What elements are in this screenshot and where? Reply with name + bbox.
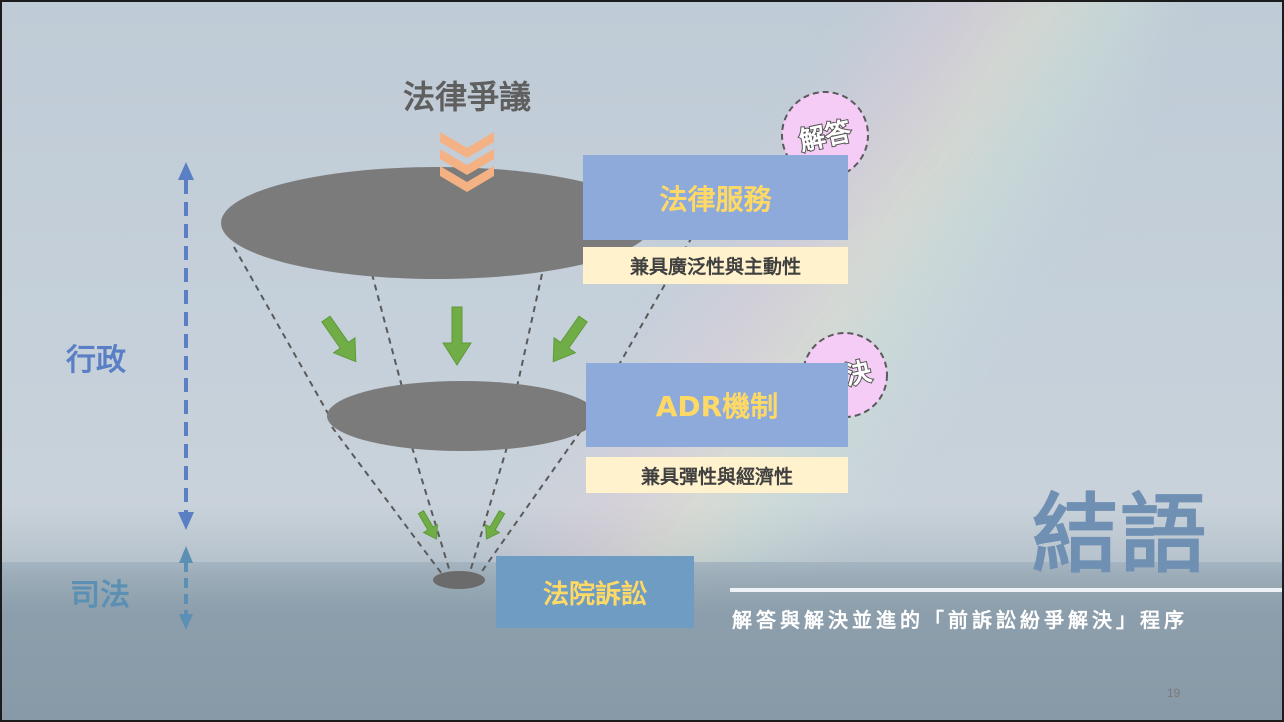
title-divider (730, 588, 1282, 592)
administrative-label: 行政 (66, 343, 126, 378)
adr-mechanism-subtitle: 兼具彈性與經濟性 (586, 457, 848, 493)
green-arrows-upper (321, 306, 588, 366)
funnel-ellipse-middle (327, 381, 597, 451)
legal-service-subtitle: 兼具廣泛性與主動性 (583, 247, 848, 284)
funnel-lines-lower (331, 421, 588, 575)
slide-title: 結語 (1032, 485, 1208, 585)
funnel-ellipse-bottom (433, 571, 485, 589)
legal-dispute-label: 法律爭議 (402, 78, 531, 116)
judicial-range-arrow (179, 546, 193, 630)
chevron-down-icon (440, 132, 494, 192)
judicial-label: 司法 (70, 578, 130, 613)
legal-service-box: 法律服務 (583, 155, 848, 240)
admin-range-arrow (178, 162, 194, 530)
green-arrows-lower (417, 509, 506, 540)
slide-subtitle: 解答與解決並進的「前訴訟紛爭解決」程序 (732, 608, 1188, 632)
funnel-ellipse-top (221, 167, 653, 279)
page-number: 19 (1167, 686, 1181, 700)
court-litigation-box: 法院訴訟 (496, 556, 694, 628)
adr-mechanism-box: ADR機制 (586, 363, 848, 447)
